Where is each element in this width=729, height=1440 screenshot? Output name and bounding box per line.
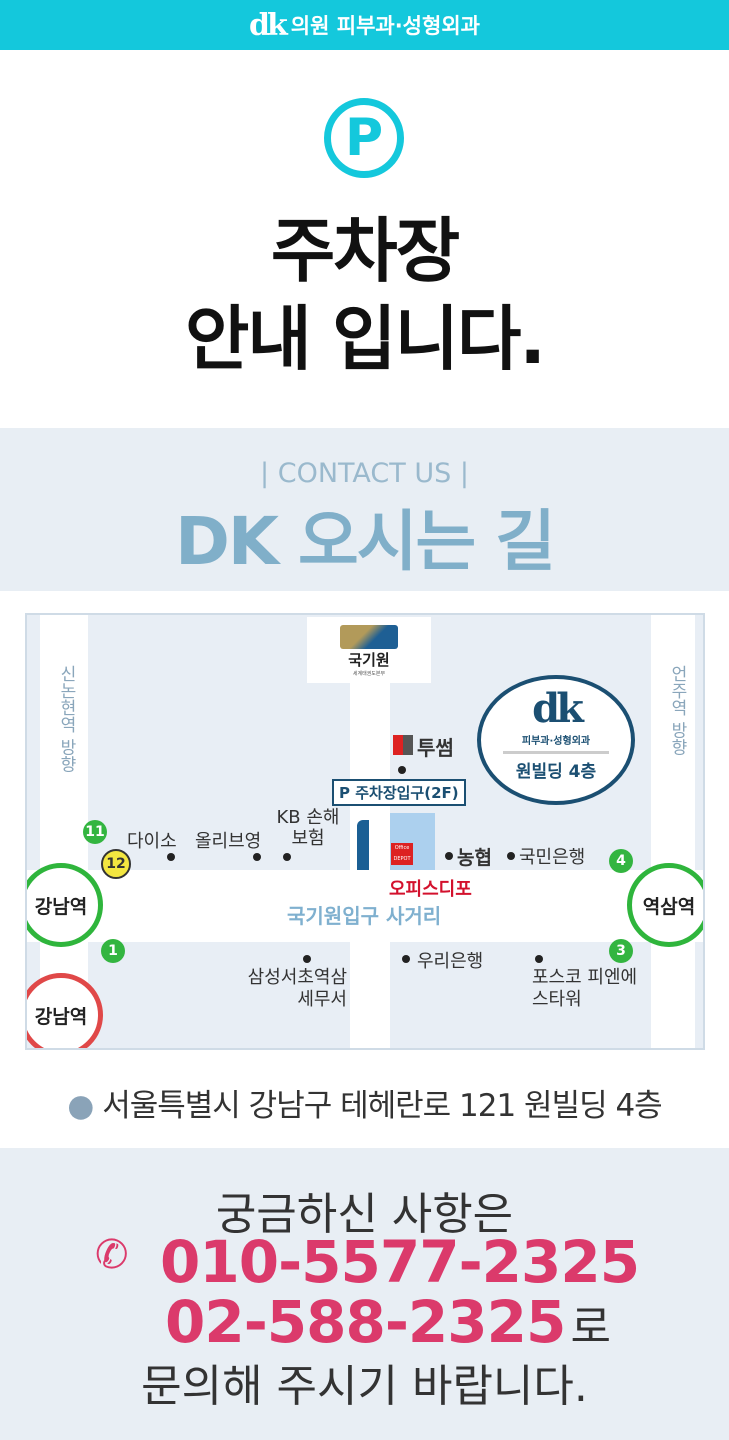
officedepot-logo: Office DEPOT [391,843,413,865]
map-dot [253,853,261,861]
east-direction: 언주역 방향 [667,665,687,756]
map-dot [507,852,515,860]
header-title: 의원 피부과·성형외과 [290,14,480,38]
exit-11: 11 [83,820,107,844]
woori-label: 우리은행 [417,951,484,972]
tusseom-logo [393,735,413,755]
west-direction: 신논현역 방향 [56,665,76,773]
header-bar: dk 의원 피부과·성형외과 [0,0,729,50]
exit-4: 4 [609,849,633,873]
kukkiwon-label: 국기원 [348,651,390,669]
contact-title: DK 오시는 길 [175,503,556,580]
page-title-line1: 주차장 [270,210,460,292]
station-yeoksam: 역삼역 [627,863,703,947]
page-title-line2: 안내 입니다. [185,298,546,380]
inquiry-section [0,1148,729,1440]
officedepot-label: 오피스디포 [389,879,472,900]
location-pin-icon: ● [67,1088,94,1124]
kukkiwon-sublabel: 세계태권도본부 [352,671,386,677]
phone-suffix: 로 [570,1302,611,1353]
address-text: 서울특별시 강남구 테헤란로 121 원빌딩 4층 [102,1088,662,1124]
contact-section [0,428,729,591]
clinic-callout: dk 피부과·성형외과 원빌딩 4층 [477,675,635,805]
nonghyup-label: 농협 [457,847,492,869]
map-dot [303,955,311,963]
exit-1: 1 [101,939,125,963]
inquiry-line1: 궁금하신 사항은 [215,1189,514,1240]
phone-icon: ✆ [95,1232,129,1278]
intersection-label: 국기원입구 사거리 [287,904,442,928]
tusseom-label: 투썸 [417,736,454,760]
phone-number-1[interactable]: 010-5577-2325 [160,1228,640,1296]
entrance-arrow-icon [357,820,369,870]
exit-12: 12 [101,849,131,879]
callout-floor: 원빌딩 4층 [515,762,597,782]
exit-3: 3 [609,939,633,963]
phone-line-2: 02-588-2325 로 [165,1288,611,1356]
kookmin-label: 국민은행 [519,847,586,868]
phone-number-2[interactable]: 02-588-2325 [165,1288,566,1356]
map-dot [398,766,406,774]
kukkiwon-logo [340,625,398,649]
oliveyoung-label: 올리브영 [195,831,262,852]
posco-label: 포스코 피엔에스타워 [532,967,638,1010]
road-east [651,615,695,1048]
inquiry-line3: 문의해 주시기 바랍니다. [141,1361,588,1412]
contact-label: | CONTACT US | [260,458,469,489]
station-gangnam-sinbundang: 강남역 [27,973,103,1048]
address: ● 서울특별시 강남구 테헤란로 121 원빌딩 4층 [0,1080,729,1125]
road-center [350,675,390,1048]
kukkiwon-landmark: 국기원 세계태권도본부 [307,617,431,683]
callout-logo: dk [532,685,584,732]
location-map: 국기원 세계태권도본부 신논현역 방향 언주역 방향 투썸 P 주차장입구(2F… [25,613,705,1050]
map-dot [167,853,175,861]
station-gangnam-line2: 강남역 [27,863,103,947]
daiso-label: 다이소 [127,831,177,852]
map-dot [535,955,543,963]
map-dot [283,853,291,861]
callout-sub: 피부과·성형외과 [503,732,609,754]
parking-entrance-label: P 주차장입구(2F) [332,779,466,806]
samsung-tax-label: 삼성서초역삼 세무서 [247,967,347,1010]
parking-icon: P [324,98,404,178]
kb-label: KB 손해보험 [276,807,340,849]
map-dot [445,852,453,860]
dk-logo: dk [249,7,288,43]
map-dot [402,955,410,963]
